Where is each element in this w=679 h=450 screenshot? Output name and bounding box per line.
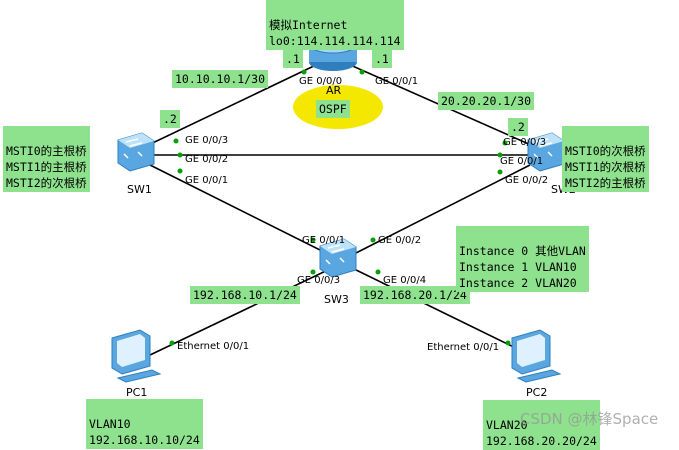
sw2-host: .2 xyxy=(508,118,528,136)
sw2-role-1: MSTI1的次根桥 xyxy=(565,160,646,174)
port-ar-ge001: GE 0/0/1 xyxy=(375,76,419,87)
pc1-ip: 192.168.10.10/24 xyxy=(89,433,200,447)
net-sw3-pc1: 192.168.10.1/24 xyxy=(190,286,300,304)
router-protocol: OSPF xyxy=(316,100,350,118)
watermark: CSDN @林锋Space xyxy=(520,410,659,428)
port-sw1-ge001: GE 0/0/1 xyxy=(185,175,229,186)
pc1-vlan: VLAN10 xyxy=(89,417,131,431)
internet-title: 模拟Internet xyxy=(269,18,348,32)
instance-mapping: Instance 0 其他VLAN Instance 1 VLAN10 Inst… xyxy=(456,226,589,292)
ar-left-host: .1 xyxy=(283,50,303,68)
ar-right-host: .1 xyxy=(372,50,392,68)
link-sw2-sw3 xyxy=(351,164,531,256)
sw3-name: SW3 xyxy=(324,293,349,306)
port-sw2-ge003: GE 0/0/3 xyxy=(503,137,547,148)
instance-0: Instance 0 其他VLAN xyxy=(459,244,586,258)
port-sw3-ge003: GE 0/0/3 xyxy=(297,275,341,286)
pc1-info: VLAN10 192.168.10.10/24 xyxy=(86,399,203,449)
port-sw2-ge001: GE 0/0/1 xyxy=(500,156,544,167)
port-sw3-ge002: GE 0/0/2 xyxy=(378,235,422,246)
port-sw3-ge001: GE 0/0/1 xyxy=(302,235,346,246)
sw2-roles: MSTI0的次根桥 MSTI1的次根桥 MSTI2的主根桥 xyxy=(562,126,649,192)
port-sw2-ge002: GE 0/0/2 xyxy=(505,175,549,186)
sw1-role-1: MSTI1的主根桥 xyxy=(6,160,87,174)
port-pc1-eth: Ethernet 0/0/1 xyxy=(177,341,250,352)
pc2-name: PC2 xyxy=(526,386,548,399)
sw1-roles: MSTI0的主根桥 MSTI1的主根桥 MSTI2的次根桥 xyxy=(3,126,90,192)
switch-icon-sw2[interactable] xyxy=(527,132,565,172)
link-sw3-pc1 xyxy=(149,267,333,356)
port-pc2-eth: Ethernet 0/0/1 xyxy=(427,342,500,353)
sw1-role-0: MSTI0的主根桥 xyxy=(6,144,87,158)
internet-label: 模拟Internet lo0:114.114.114.114 xyxy=(266,0,404,50)
sw1-role-2: MSTI2的次根桥 xyxy=(6,176,87,190)
sw2-role-2: MSTI2的主根桥 xyxy=(565,176,646,190)
pc2-vlan: VLAN20 xyxy=(486,418,528,432)
instance-2: Instance 2 VLAN20 xyxy=(459,276,577,290)
sw1-host: .2 xyxy=(160,110,180,128)
link-sw1-sw3 xyxy=(149,164,331,256)
pc-icon-pc1[interactable] xyxy=(111,329,162,383)
port-sw3-ge004: GE 0/0/4 xyxy=(383,275,427,286)
link-ar-sw1 xyxy=(139,63,319,150)
pc1-name: PC1 xyxy=(126,386,148,399)
switch-icon-sw1[interactable] xyxy=(117,132,155,172)
sw1-name: SW1 xyxy=(127,183,152,196)
sw2-role-0: MSTI0的次根桥 xyxy=(565,144,646,158)
instance-1: Instance 1 VLAN10 xyxy=(459,260,577,274)
link-sw3-pc2 xyxy=(351,267,531,356)
pc2-ip: 192.168.20.20/24 xyxy=(486,434,597,448)
net-ar-sw1: 10.10.10.1/30 xyxy=(172,70,269,88)
net-sw3-pc2: 192.168.20.1/24 xyxy=(360,286,470,304)
net-ar-sw2: 20.20.20.1/30 xyxy=(438,92,535,110)
pc-icon-pc2[interactable] xyxy=(511,329,562,383)
topology-canvas: R xyxy=(111,34,565,383)
port-ar-ge000: GE 0/0/0 xyxy=(299,76,343,87)
port-sw1-ge003: GE 0/0/3 xyxy=(185,135,229,146)
switch-icon-sw3[interactable] xyxy=(319,238,357,278)
internet-loopback: lo0:114.114.114.114 xyxy=(269,34,401,48)
router-name: AR xyxy=(326,84,342,97)
port-sw1-ge002: GE 0/0/2 xyxy=(185,154,229,165)
